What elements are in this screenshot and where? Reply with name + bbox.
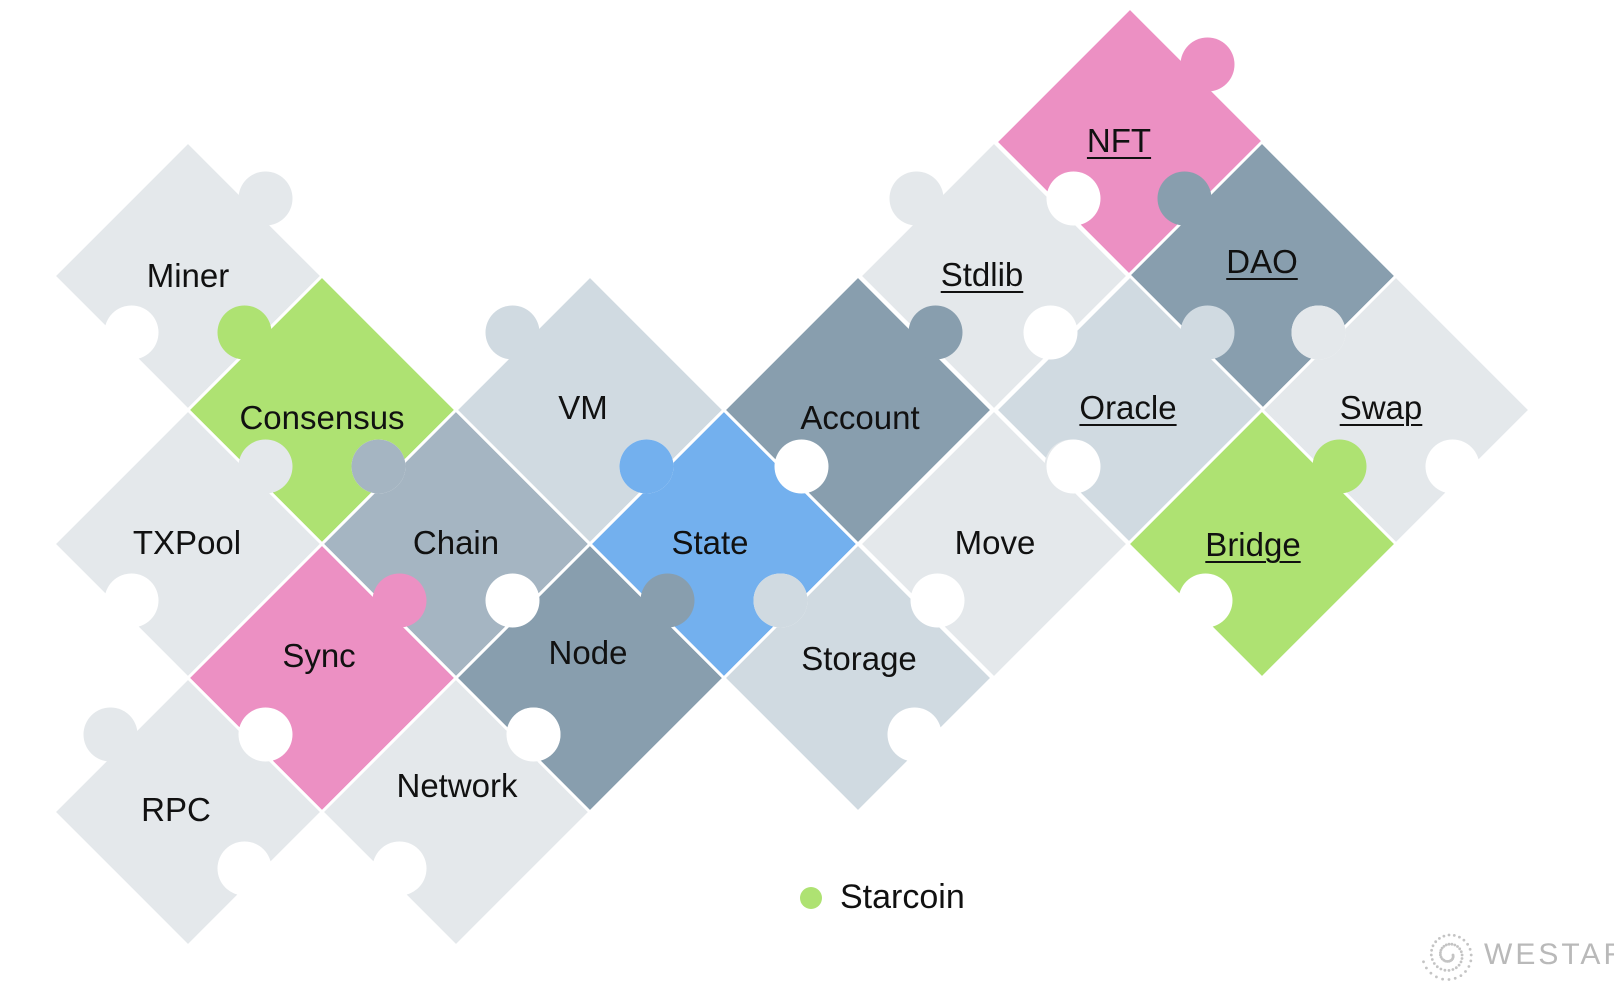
piece-label-txpool: TXPool [132,524,242,561]
puzzle-knob-oracle [1046,439,1101,494]
piece-label-oracle: Oracle [1079,389,1177,426]
piece-label-swap: Swap [1339,389,1423,426]
puzzle-knob-account [774,439,829,494]
puzzle-knob-bridge [1312,439,1367,494]
puzzle-knob-oracle [1180,305,1235,360]
piece-label-nft: NFT [1086,122,1152,159]
puzzle-knob-account [908,305,963,360]
puzzle-knob-node [640,573,695,628]
puzzle-knob-txpool [104,573,159,628]
piece-label-chain: Chain [412,524,500,561]
piece-label-sync: Sync [282,637,356,674]
puzzle-knob-nft [1046,171,1101,226]
puzzle-knob-rpc [217,841,272,896]
puzzle-knob-vm [485,305,540,360]
piece-label-network: Network [396,767,518,804]
spiral-logo-icon [1422,933,1473,981]
puzzle-knob-stdlib [1023,305,1078,360]
puzzle-knob-node [506,707,561,762]
puzzle-knob-swap [1425,439,1480,494]
puzzle-knob-sync [238,707,293,762]
puzzle-knob-swap [1291,305,1346,360]
legend: Starcoin [800,878,965,917]
puzzle-knobs [83,37,1480,896]
piece-label-node: Node [548,634,628,671]
piece-label-move: Move [954,524,1036,561]
puzzle-knob-bridge [1178,573,1233,628]
piece-label-state: State [671,524,749,561]
brand-watermark: WESTAR [1420,926,1614,984]
piece-label-rpc: RPC [141,791,211,828]
puzzle-knob-move [910,573,965,628]
puzzle-knob-miner [238,171,293,226]
puzzle-knob-sync [372,573,427,628]
puzzle-knob-storage [887,707,942,762]
puzzle-knob-rpc [83,707,138,762]
piece-label-storage: Storage [801,640,917,677]
piece-label-vm: VM [558,389,608,426]
puzzle-knob-miner [104,305,159,360]
piece-label-account: Account [800,399,920,436]
piece-label-stdlib: Stdlib [940,256,1024,293]
legend-label: Starcoin [840,878,965,916]
piece-label-bridge: Bridge [1205,526,1301,563]
piece-label-dao: DAO [1226,243,1298,280]
puzzle-knob-chain [351,439,406,494]
piece-label-consensus: Consensus [239,399,405,436]
puzzle-knob-consensus [217,305,272,360]
puzzle-knob-nft [1180,37,1235,92]
puzzle-knob-storage [753,573,808,628]
puzzle-knob-chain [485,573,540,628]
brand-name: WESTAR [1484,938,1614,971]
puzzle-knob-state [619,439,674,494]
puzzle-knob-stdlib [889,171,944,226]
puzzle-knob-txpool [238,439,293,494]
puzzle-knob-network [372,841,427,896]
legend-color-dot [800,886,822,909]
puzzle-knob-dao [1157,171,1212,226]
piece-label-miner: Miner [146,257,230,294]
